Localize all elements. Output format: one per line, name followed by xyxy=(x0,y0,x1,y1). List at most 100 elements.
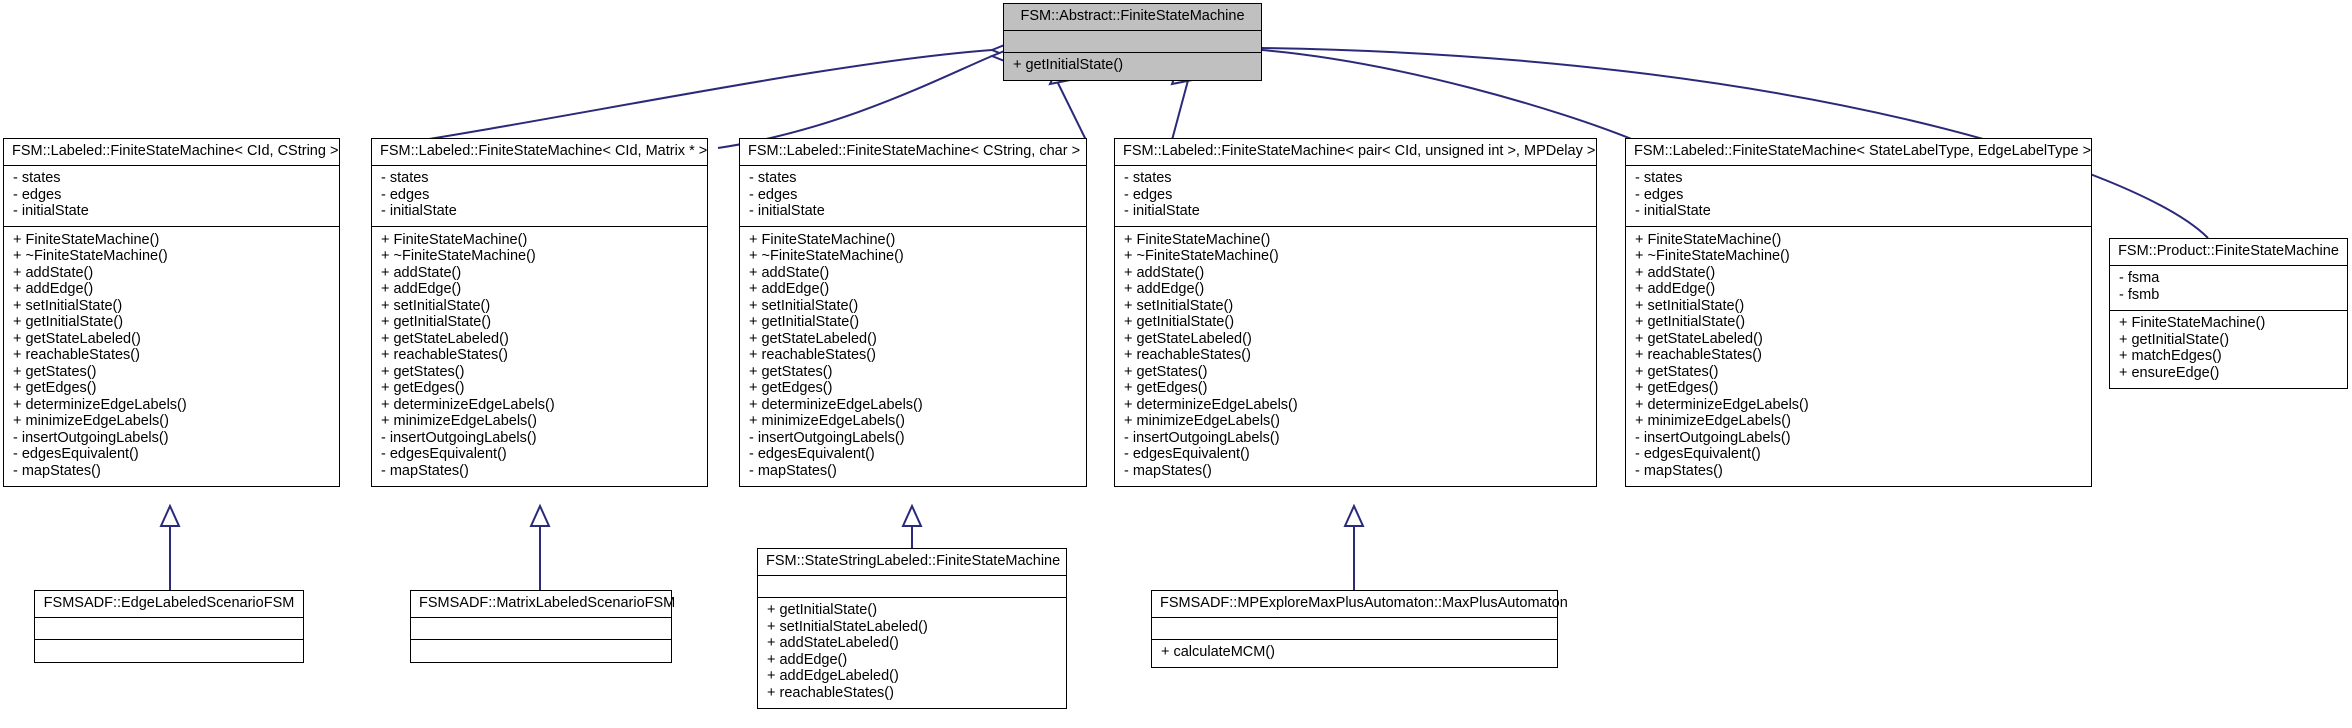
methods-section: + getInitialState() xyxy=(1004,53,1261,81)
attribute-row: - states xyxy=(13,170,61,186)
methods-section: + calculateMCM() xyxy=(1152,640,1557,668)
method-row: + addState() xyxy=(381,264,462,281)
class-node-max-plus-automaton[interactable]: FSMSADF::MPExploreMaxPlusAutomaton::MaxP… xyxy=(1151,590,1568,668)
method-row: - edgesEquivalent() xyxy=(1124,446,1250,462)
method-row: + getStateLabeled() xyxy=(13,330,141,347)
edge-pair-mpdelay-to-abstract xyxy=(1171,72,1191,141)
edge-statelabel-to-abstract xyxy=(1261,49,1635,141)
class-title: FSM::Labeled::FiniteStateMachine< StateL… xyxy=(1626,139,2091,166)
class-title: FSM::Abstract::FiniteStateMachine xyxy=(1004,4,1261,31)
method-row: + determinizeEdgeLabels() xyxy=(13,396,187,413)
methods-section: + FiniteStateMachine() + ~FiniteStateMac… xyxy=(1626,227,2091,486)
method-row: + minimizeEdgeLabels() xyxy=(381,413,537,429)
method-row: + addEdge() xyxy=(381,281,462,297)
attributes-section: - states - edges - initialState xyxy=(4,166,339,227)
class-node-matrix-labeled-scenario-fsm[interactable]: FSMSADF::MatrixLabeledScenarioFSM xyxy=(410,590,675,663)
methods-section xyxy=(35,640,303,662)
method-row: - insertOutgoingLabels() xyxy=(381,429,537,446)
class-node-labeled-pair-mpdelay[interactable]: FSM::Labeled::FiniteStateMachine< pair< … xyxy=(1114,138,1597,487)
method-row: + ~FiniteStateMachine() xyxy=(1124,248,1279,264)
method-row: + getEdges() xyxy=(381,380,465,396)
method-row: + determinizeEdgeLabels() xyxy=(381,396,555,413)
method-row: + determinizeEdgeLabels() xyxy=(749,396,923,413)
method-row: + setInitialState() xyxy=(1635,297,1745,314)
method-row: + setInitialState() xyxy=(381,297,491,314)
edge-cid-matrix-to-abstract xyxy=(717,55,993,149)
method-row: + addEdge() xyxy=(13,281,94,297)
method-row: + FiniteStateMachine() xyxy=(749,231,896,248)
method-row: + reachableStates() xyxy=(767,684,894,701)
method-row: + getEdges() xyxy=(13,380,97,396)
class-node-labeled-cstring-char[interactable]: FSM::Labeled::FiniteStateMachine< CStrin… xyxy=(739,138,1087,487)
method-row: + addState() xyxy=(1635,264,1716,281)
attributes-section xyxy=(411,618,671,640)
class-title: FSMSADF::MPExploreMaxPlusAutomaton::MaxP… xyxy=(1152,591,1568,618)
class-node-labeled-statelabeltype-edgelabeltype[interactable]: FSM::Labeled::FiniteStateMachine< StateL… xyxy=(1625,138,2092,487)
arrowhead-matrixlabeled xyxy=(529,503,551,527)
method-row: - insertOutgoingLabels() xyxy=(1124,429,1280,446)
class-node-edge-labeled-scenario-fsm[interactable]: FSMSADF::EdgeLabeledScenarioFSM xyxy=(34,590,304,663)
method-row: + setInitialState() xyxy=(749,297,859,314)
method-row: + getInitialState() xyxy=(1635,314,1746,330)
method-row: + getStates() xyxy=(1124,363,1208,380)
method-row: + ensureEdge() xyxy=(2119,364,2220,381)
edge-cstring-char-to-abstract xyxy=(1052,72,1087,141)
attribute-row: - edges xyxy=(13,186,62,203)
class-title: FSM::Labeled::FiniteStateMachine< CId, C… xyxy=(4,139,339,166)
method-row: + getStateLabeled() xyxy=(749,330,877,347)
class-node-state-string-labeled-fsm[interactable]: FSM::StateStringLabeled::FiniteStateMach… xyxy=(757,548,1067,709)
method-row: + getStateLabeled() xyxy=(1124,330,1252,347)
method-row: + reachableStates() xyxy=(1124,347,1251,363)
method-row: + getStateLabeled() xyxy=(1635,330,1763,347)
class-title: FSM::Product::FiniteStateMachine xyxy=(2110,239,2347,266)
method-row: + FiniteStateMachine() xyxy=(2119,315,2266,331)
method-row: + FiniteStateMachine() xyxy=(1124,231,1271,248)
method-row: + getInitialState() xyxy=(381,314,492,330)
method-row: + getEdges() xyxy=(1635,380,1719,396)
class-title: FSM::Labeled::FiniteStateMachine< CStrin… xyxy=(740,139,1086,166)
class-node-product-finitestatemachine[interactable]: FSM::Product::FiniteStateMachine - fsma … xyxy=(2109,238,2348,389)
class-title: FSM::StateStringLabeled::FiniteStateMach… xyxy=(758,549,1066,576)
method-row: - insertOutgoingLabels() xyxy=(13,429,169,446)
method-row: + getEdges() xyxy=(1124,380,1208,396)
method-row: + getInitialState() xyxy=(2119,331,2230,348)
edge-cid-cstring-to-abstract xyxy=(371,49,993,149)
class-title: FSM::Labeled::FiniteStateMachine< pair< … xyxy=(1115,139,1596,166)
method-row: + getStates() xyxy=(13,363,97,380)
method-row: + determinizeEdgeLabels() xyxy=(1635,396,1809,413)
method-row: + getInitialState() xyxy=(767,602,878,618)
attribute-row: - fsma xyxy=(2119,270,2160,286)
attributes-section: - states - edges - initialState xyxy=(740,166,1086,227)
method-row: + FiniteStateMachine() xyxy=(13,231,160,248)
method-row: + setInitialState() xyxy=(13,297,123,314)
arrowhead-statestring xyxy=(901,503,923,527)
methods-section: + FiniteStateMachine() + ~FiniteStateMac… xyxy=(372,227,707,486)
method-row: - edgesEquivalent() xyxy=(749,446,875,462)
method-row: + reachableStates() xyxy=(381,347,508,363)
attribute-row: - states xyxy=(1635,170,1683,186)
method-row: + reachableStates() xyxy=(13,347,140,363)
class-node-labeled-cid-matrix[interactable]: FSM::Labeled::FiniteStateMachine< CId, M… xyxy=(371,138,708,487)
method-row: + ~FiniteStateMachine() xyxy=(381,248,536,264)
method-row: + calculateMCM() xyxy=(1161,644,1276,660)
method-row: + FiniteStateMachine() xyxy=(1635,231,1782,248)
attributes-section: - states - edges - initialState xyxy=(1626,166,2091,227)
method-row: - mapStates() xyxy=(1635,462,1723,479)
method-row: + addEdge() xyxy=(749,281,830,297)
method-row: + minimizeEdgeLabels() xyxy=(1124,413,1280,429)
methods-section: + FiniteStateMachine() + ~FiniteStateMac… xyxy=(740,227,1086,486)
attribute-row: - edges xyxy=(381,186,430,203)
method-row: + ~FiniteStateMachine() xyxy=(13,248,168,264)
arrowhead-edgelabeled xyxy=(159,503,181,527)
attribute-row: - initialState xyxy=(13,203,89,219)
method-row: + getStates() xyxy=(749,363,833,380)
method-row: + addState() xyxy=(13,264,94,281)
method-row: + getStateLabeled() xyxy=(381,330,509,347)
attributes-section xyxy=(758,576,1066,598)
method-row: + reachableStates() xyxy=(749,347,876,363)
attribute-row: - edges xyxy=(749,186,798,203)
method-row: - edgesEquivalent() xyxy=(1635,446,1761,462)
class-node-labeled-cid-cstring[interactable]: FSM::Labeled::FiniteStateMachine< CId, C… xyxy=(3,138,340,487)
class-node-abstract-finitestatemachine[interactable]: FSM::Abstract::FiniteStateMachine + getI… xyxy=(1003,3,1262,81)
